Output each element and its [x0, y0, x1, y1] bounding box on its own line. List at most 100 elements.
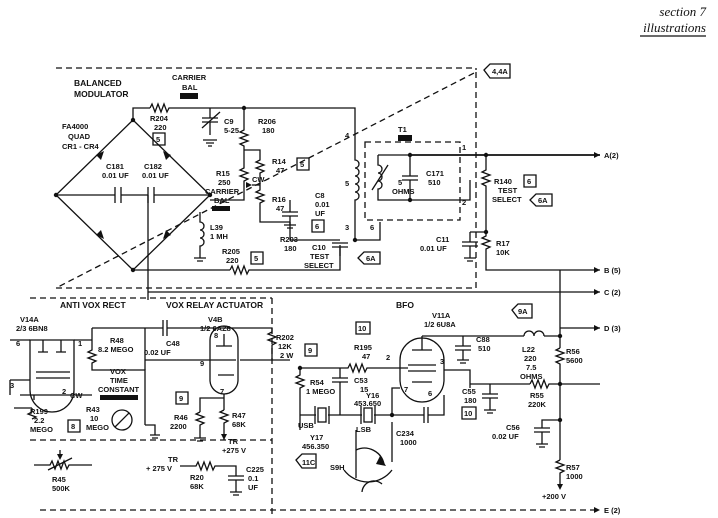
junction-2: [130, 117, 136, 123]
fa4000-label-3: CR1 - CR4: [62, 142, 100, 151]
r15-wiper: [246, 182, 252, 188]
junction-4: [207, 192, 213, 198]
r199-unit: MEGO: [30, 425, 53, 434]
r47-resistor: [218, 409, 230, 440]
v14a-pin-3: 3: [10, 381, 14, 390]
ref-tag-6b: [523, 174, 537, 188]
r202-label: R202: [276, 333, 294, 342]
c182-value: 0.01 UF: [142, 171, 169, 180]
y17-label: Y17: [310, 433, 323, 442]
r15-bar: [212, 206, 230, 211]
r140-select: SELECT: [492, 195, 522, 204]
top-wire: [132, 107, 356, 145]
balanced-modulator-title-2: MODULATOR: [74, 89, 128, 99]
tr1-value: +275 V: [222, 446, 246, 455]
r55-value: 220K: [528, 400, 547, 409]
bus-c-label: C (2): [604, 288, 621, 297]
bfo-plate-wire: [422, 335, 561, 348]
r48-value: 8.2 MEGO: [98, 345, 134, 354]
r46-label: R46: [174, 413, 188, 422]
ref-tag-10b: [461, 406, 477, 420]
lsb-label: LSB: [356, 425, 372, 434]
c48-label: C48: [166, 339, 180, 348]
v11a-elements: [408, 336, 436, 383]
c56-value: 0.02 UF: [492, 432, 519, 441]
bfo-cathode-wire: [444, 369, 600, 388]
t1-pin-5: 5: [345, 179, 349, 188]
v200-arrow: [557, 484, 563, 490]
l22-value: 220: [524, 354, 537, 363]
y16-plates: [360, 406, 376, 424]
ref-5c: 5: [254, 254, 258, 263]
l39-value: 1 MH: [210, 232, 228, 241]
r57-value: 1000: [566, 472, 583, 481]
t1-adjust-arrow: [371, 164, 389, 191]
v14a-wiring: [9, 328, 93, 409]
l39-label: L39: [210, 223, 223, 232]
v200-label: +200 V: [542, 492, 566, 501]
c234-capacitor: [392, 395, 445, 423]
v11a-pin-2: 2: [386, 353, 390, 362]
tr1-arrow: [221, 434, 227, 440]
c9-capacitor: [202, 108, 218, 147]
junction-8: [352, 237, 358, 243]
c225-label: C225: [246, 465, 264, 474]
r204-label: R204: [150, 114, 169, 123]
c8-capacitor: [282, 200, 298, 229]
c88-value: 510: [478, 344, 491, 353]
t1-pin-4: 4: [345, 131, 350, 140]
c55-label: C55: [462, 387, 476, 396]
balanced-modulator-title: BALANCED: [74, 78, 122, 88]
bus-d-arrow: [594, 325, 600, 331]
bus-a-label: A(2): [604, 151, 619, 160]
junction-11: [297, 365, 303, 371]
ref-9c: 9A: [518, 307, 528, 316]
ref-6a-1: 6A: [366, 254, 376, 263]
r206-label: R206: [258, 117, 276, 126]
ref-6a-2: 6A: [538, 196, 548, 205]
v4b-elements: [214, 334, 236, 376]
junction-5: [130, 267, 136, 273]
c55-capacitor: [482, 384, 498, 414]
ref-tag-4-4a: [483, 63, 511, 79]
r195-resistor: [300, 362, 408, 374]
y17-value: 456.350: [302, 442, 329, 451]
ref-6: 6: [315, 222, 319, 231]
c56-label: C56: [506, 423, 520, 432]
balanced-modulator-box: [55, 67, 477, 289]
c88-label: C88: [476, 335, 490, 344]
c171-label: C171: [426, 169, 444, 178]
r16-value: 47: [276, 204, 284, 213]
carrier-bal-bar: [180, 93, 198, 99]
bus-c-arrow: [594, 289, 600, 295]
v4b-pin-7: 7: [220, 387, 224, 396]
v11a-label: V11A: [432, 311, 451, 320]
t1-resistance-unit: OHMS: [392, 187, 415, 196]
tr2-value: + 275 V: [146, 464, 172, 473]
bus-b-label: B (5): [604, 266, 621, 275]
bus-d-label: D (3): [604, 324, 621, 333]
v14a-pin-1: 1: [78, 339, 82, 348]
r202-value: 12K: [278, 342, 292, 351]
l39-inductor: [194, 212, 206, 262]
junction-1: [241, 105, 247, 111]
l22-inductor: [523, 330, 545, 337]
ref-tag-5b: [296, 157, 310, 171]
ref-4-4a: 4,4A: [492, 67, 508, 76]
c53-label: C53: [354, 376, 368, 385]
c234-value: 1000: [400, 438, 417, 447]
r199-resistor: [26, 395, 38, 420]
c225-value: 0.1: [248, 474, 258, 483]
c11-label: C11: [436, 235, 449, 244]
ref-tag-9b: [304, 343, 318, 357]
ref-6b: 6: [527, 177, 531, 186]
r206-resistor: [238, 108, 250, 160]
r54-label: R54: [310, 378, 325, 387]
t1-primary: [354, 145, 360, 230]
r45-arrow: [47, 457, 73, 471]
ref-tag-6: [311, 219, 325, 233]
r20-label: R20: [190, 473, 204, 482]
vox-top-wire: [92, 327, 146, 370]
vox-ground-1: [145, 424, 160, 439]
r203-label: R203: [280, 235, 298, 244]
